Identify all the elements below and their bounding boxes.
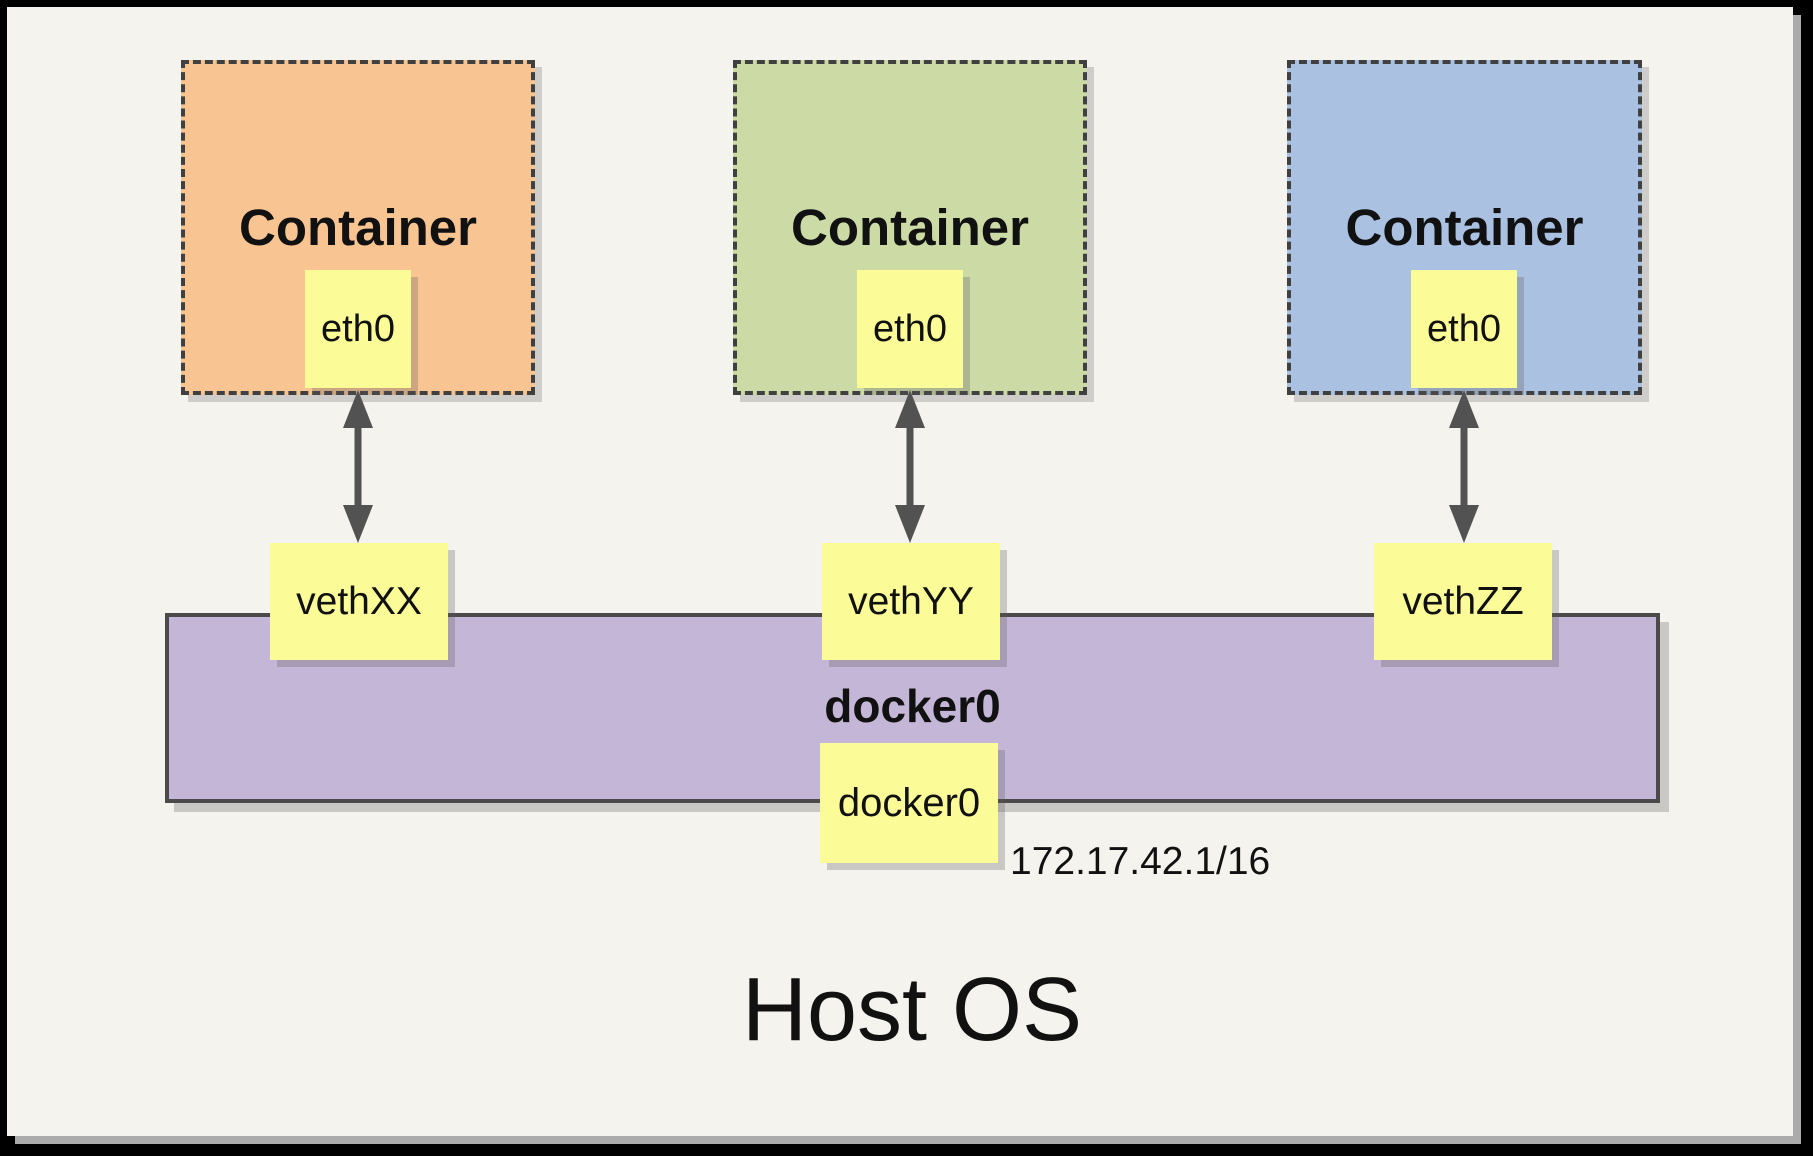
container-box-3: Container: [1287, 60, 1642, 395]
veth-box-2: vethYY: [822, 543, 1000, 660]
container-3-eth0-box: eth0: [1411, 270, 1517, 388]
docker0-bridge-label: docker0: [824, 680, 1001, 732]
veth-box-3: vethZZ: [1374, 543, 1552, 660]
veth-box-1: vethXX: [270, 543, 448, 660]
host-os-label: Host OS: [741, 960, 1083, 1060]
docker0-interface-box: docker0: [820, 743, 998, 863]
container-2-eth0-box: eth0: [857, 270, 963, 388]
veth-arrow-3: [1449, 390, 1479, 543]
container-2-eth0-label: eth0: [873, 307, 947, 350]
docker0-interface-label: docker0: [837, 780, 981, 825]
veth-1-label: vethXX: [296, 579, 422, 623]
container-1-eth0-box: eth0: [305, 270, 411, 388]
host-os-panel: Container eth0 vethXX Container eth0 vet…: [7, 7, 1793, 1136]
veth-arrow-1: [343, 390, 373, 543]
veth-2-label: vethYY: [848, 579, 974, 623]
container-1-label: Container: [238, 199, 478, 256]
container-2-label: Container: [790, 199, 1030, 256]
container-3-label: Container: [1345, 199, 1584, 256]
container-1-eth0-label: eth0: [321, 307, 395, 350]
veth-arrow-2: [895, 390, 925, 543]
container-3-eth0-label: eth0: [1427, 307, 1501, 350]
bridge-ip-label: 172.17.42.1/16: [1010, 840, 1271, 883]
veth-3-label: vethZZ: [1402, 579, 1524, 623]
